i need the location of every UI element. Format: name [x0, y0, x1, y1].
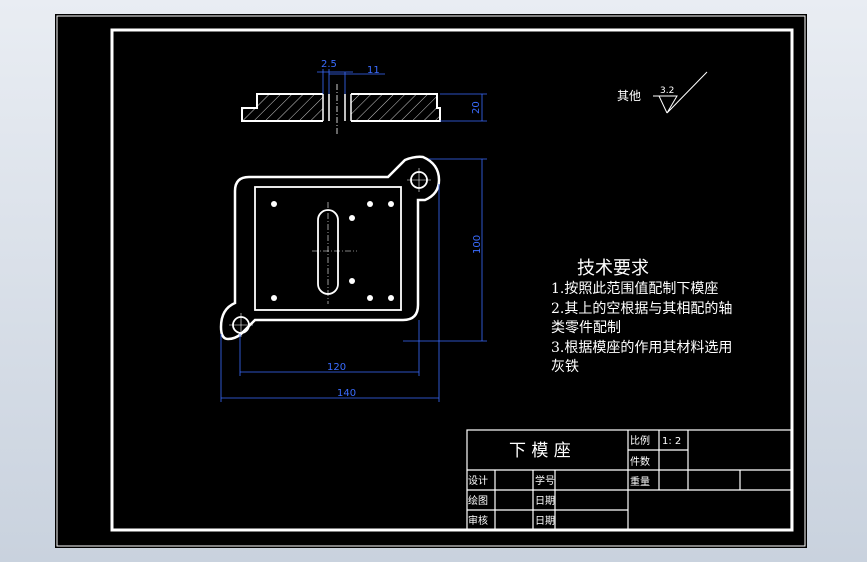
cad-drawing: 2.5 11 20	[56, 15, 806, 547]
dim-thickness: 20	[471, 101, 482, 114]
surface-finish-value: 3.2	[660, 86, 674, 96]
dim-slot-width: 2.5	[321, 59, 337, 70]
dim-outer-width: 140	[337, 388, 356, 399]
student-id-label: 学号	[535, 474, 555, 487]
drawing-sheet: 2.5 11 20	[55, 14, 807, 548]
plan-view: 100 120 140	[219, 155, 487, 402]
design-label: 设计	[468, 474, 488, 487]
scale-value: 1: 2	[662, 436, 681, 447]
outer-frame	[56, 15, 806, 547]
drawing-label: 绘图	[468, 494, 488, 507]
inner-frame	[110, 28, 794, 532]
note-line: 1.按照此范围值配制下模座	[551, 281, 719, 297]
dim-inner-width: 120	[327, 362, 346, 373]
part-name: 下 模 座	[509, 441, 571, 461]
date-label-1: 日期	[535, 495, 555, 507]
dim-height: 100	[472, 235, 483, 254]
surface-finish-symbol: 其他 3.2	[617, 71, 708, 114]
dim-slot-offset: 11	[367, 65, 380, 76]
review-label: 审核	[468, 514, 488, 527]
weight-label: 重量	[630, 475, 650, 488]
scale-label: 比例	[630, 434, 650, 447]
title-block	[466, 429, 792, 531]
notes-title: 技术要求	[577, 258, 649, 279]
notes-list: 1.按照此范围值配制下模座 2.其上的空根据与其相配的轴 类零件配制 3.根据模…	[551, 280, 732, 378]
note-line: 类零件配制	[551, 320, 621, 336]
note-line: 2.其上的空根据与其相配的轴	[551, 300, 733, 317]
surface-finish-label: 其他	[617, 89, 641, 103]
note-line: 灰铁	[551, 359, 579, 375]
note-line: 3.根据模座的作用其材料选用	[551, 339, 733, 356]
count-label: 件数	[630, 455, 650, 468]
date-label-2: 日期	[535, 515, 555, 527]
section-view: 2.5 11 20	[241, 59, 487, 134]
